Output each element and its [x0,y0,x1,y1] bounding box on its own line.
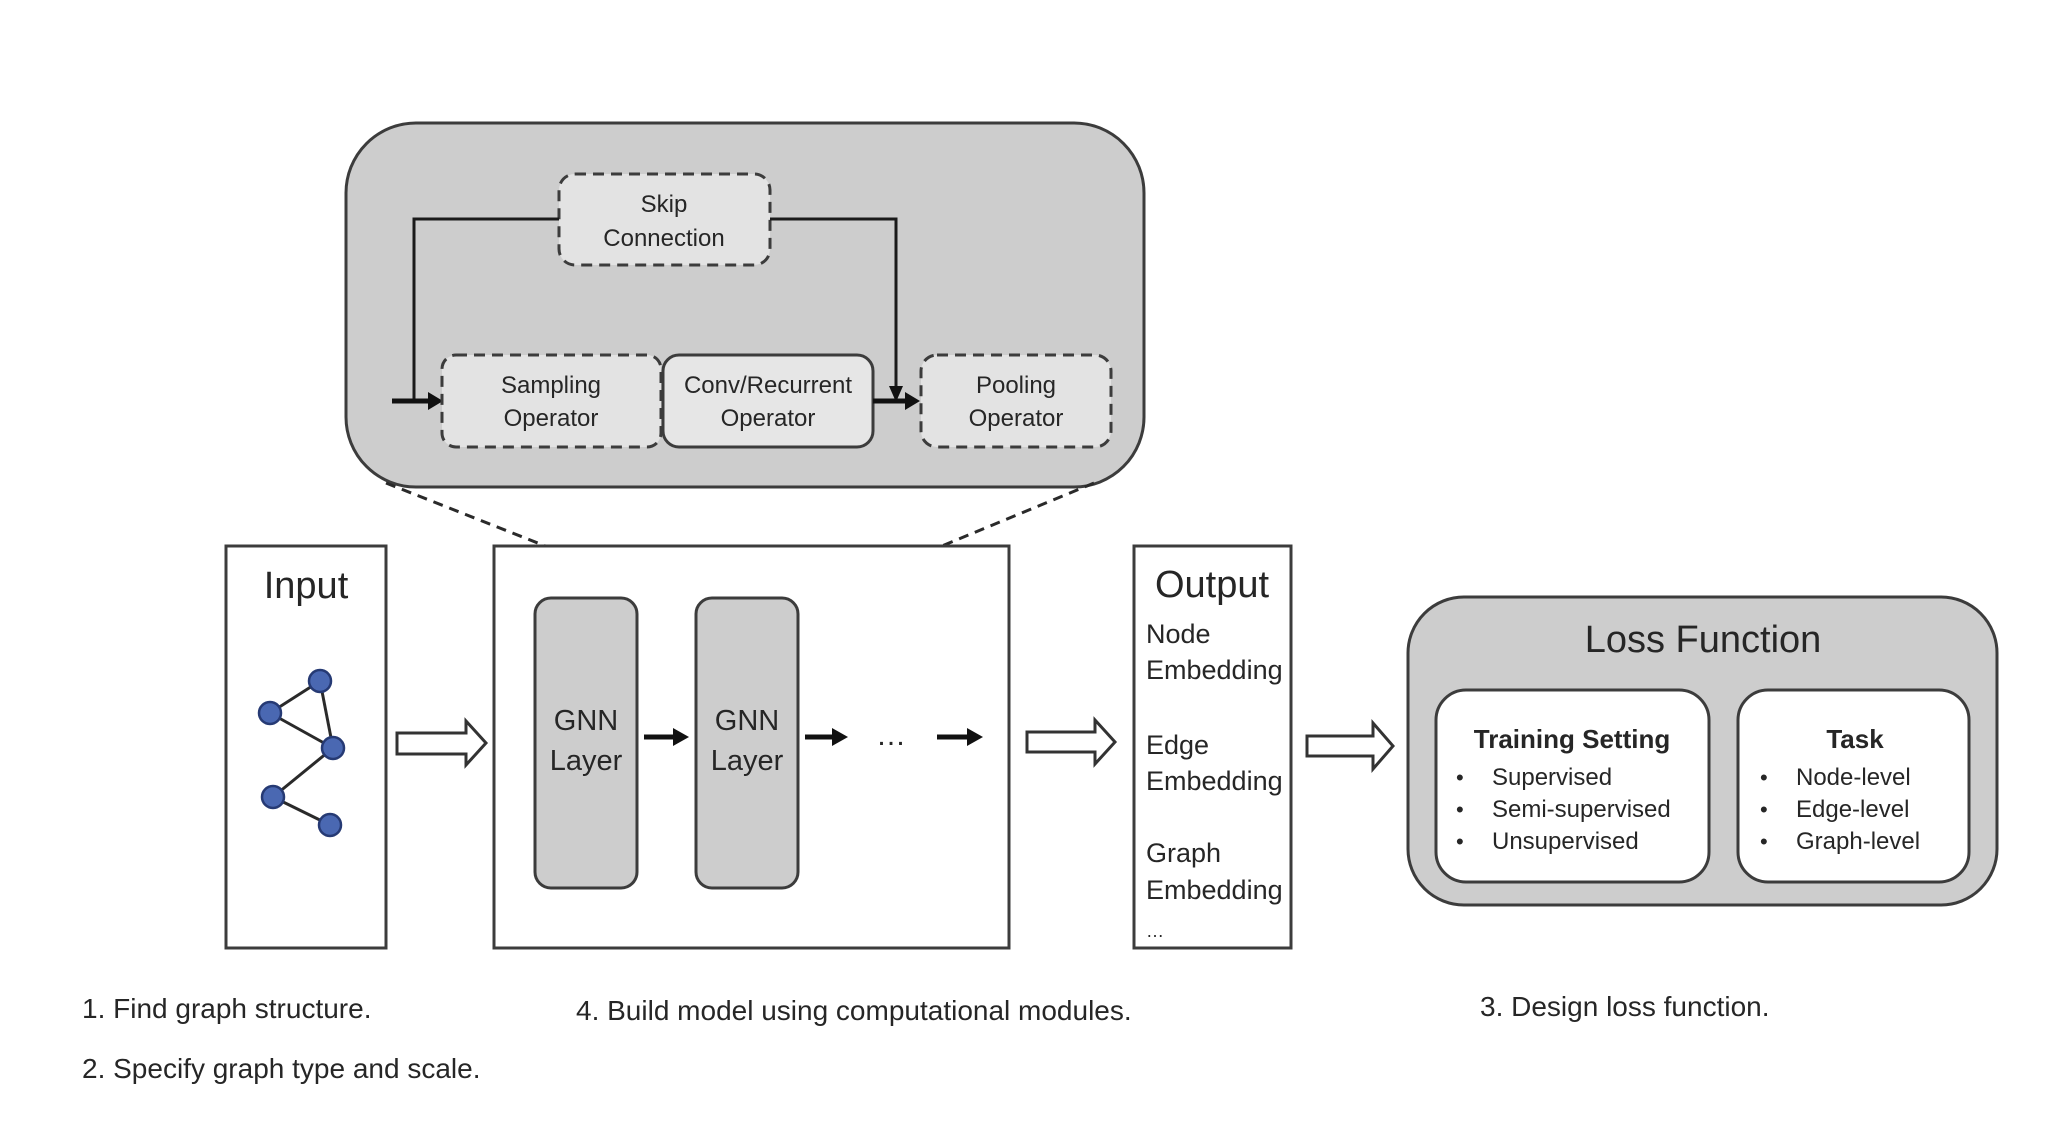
gnn-layer-2-label-line1: GNN [715,705,779,737]
gnn-layer-1: GNN Layer [533,596,639,890]
training-setting-item: Unsupervised [1492,828,1639,855]
skip-path-left [412,217,559,400]
gnn-layer-2-border [694,596,800,890]
caption-step1: 1. Find graph structure. [82,993,371,1024]
output-to-loss-arrow-icon [1305,718,1395,774]
graph-icon [257,668,346,838]
skip-path-right [770,217,898,388]
graph-edge [272,746,334,799]
bullet-icon: • [1456,797,1464,822]
layer-ellipsis: … [876,719,906,752]
training-setting-item: Semi-supervised [1492,796,1671,823]
task-box: Task • Node-level • Edge-level • Graph-l… [1736,688,1971,884]
output-ellipsis: … [1146,921,1164,941]
conv-recurrent-operator-label-line2: Operator [721,405,816,432]
gnn-layer-1-border [533,596,639,890]
graph-node [260,784,286,810]
layer-arrow-3-icon [967,728,983,746]
input-to-model-arrow-icon [395,717,489,769]
caption-step3: 3. Design loss function. [1480,991,1770,1022]
loss-function-panel: Loss Function Training Setting • Supervi… [1406,595,1999,907]
graph-node [307,668,333,694]
training-setting-border [1434,688,1711,884]
gnn-layer-1-label-line2: Layer [550,745,623,777]
skip-connection-label-line1: Skip [641,191,688,218]
output-node-line1: Node [1146,619,1211,649]
output-edge-line2: Embedding [1146,766,1283,796]
pooling-operator-label-line2: Operator [969,405,1064,432]
gnn-layer-2-label-line2: Layer [711,745,784,777]
module-detail-panel: Skip Connection Sampling Operator Conv/R… [344,121,1146,489]
bullet-icon: • [1760,829,1768,854]
conv-recurrent-operator-label-line1: Conv/Recurrent [684,372,852,399]
output-border [1132,544,1293,950]
input-panel: Input [224,544,388,950]
graph-node [320,735,346,761]
layer-arrow-2-icon [832,728,848,746]
skip-connection-label-line2: Connection [603,225,724,252]
bullet-icon: • [1456,829,1464,854]
pooling-operator-border [919,353,1113,449]
task-border [1736,688,1971,884]
bullet-icon: • [1760,797,1768,822]
caption-step4: 4. Build model using computational modul… [576,995,1132,1026]
bullet-icon: • [1456,765,1464,790]
conv-recurrent-operator-box: Conv/Recurrent Operator [661,353,875,449]
graph-node [317,812,343,838]
skip-connection-box: Skip Connection [557,172,772,267]
conv-to-pooling-arrowhead-icon [905,392,920,410]
model-to-output-arrow-icon [1025,716,1118,768]
gnn-layer-1-label-line1: GNN [554,705,618,737]
bullet-icon: • [1760,765,1768,790]
task-title: Task [1826,724,1884,754]
training-setting-title: Training Setting [1474,724,1670,754]
output-node-line2: Embedding [1146,655,1283,685]
input-title: Input [264,565,349,607]
input-border [224,544,388,950]
model-panel: GNN Layer GNN Layer … [492,544,1011,950]
loss-function-title: Loss Function [1585,619,1822,661]
output-graph-line2: Embedding [1146,875,1283,905]
output-edge-line1: Edge [1146,730,1209,760]
task-item: Edge-level [1796,796,1909,823]
task-item: Node-level [1796,764,1911,791]
gnn-layer-2: GNN Layer [694,596,800,890]
skip-connection-border [557,172,772,267]
pooling-operator-label-line1: Pooling [976,372,1056,399]
training-setting-item: Supervised [1492,764,1612,791]
output-panel: Output Node Embedding Edge Embedding Gra… [1132,544,1293,950]
layer-arrow-1-icon [673,728,689,746]
output-title: Output [1155,564,1270,606]
entry-arrowhead-icon [428,392,443,410]
training-setting-box: Training Setting • Supervised • Semi-sup… [1434,688,1711,884]
graph-node [257,700,283,726]
output-graph-line1: Graph [1146,838,1221,868]
sampling-operator-label-line2: Operator [504,405,599,432]
sampling-operator-border [440,353,663,449]
conv-recurrent-operator-border [661,353,875,449]
caption-step2: 2. Specify graph type and scale. [82,1053,480,1084]
task-item: Graph-level [1796,828,1920,855]
pooling-operator-box: Pooling Operator [919,353,1113,449]
sampling-operator-label-line1: Sampling [501,372,601,399]
sampling-operator-box: Sampling Operator [440,353,663,449]
skip-arrowhead-icon [889,386,903,402]
